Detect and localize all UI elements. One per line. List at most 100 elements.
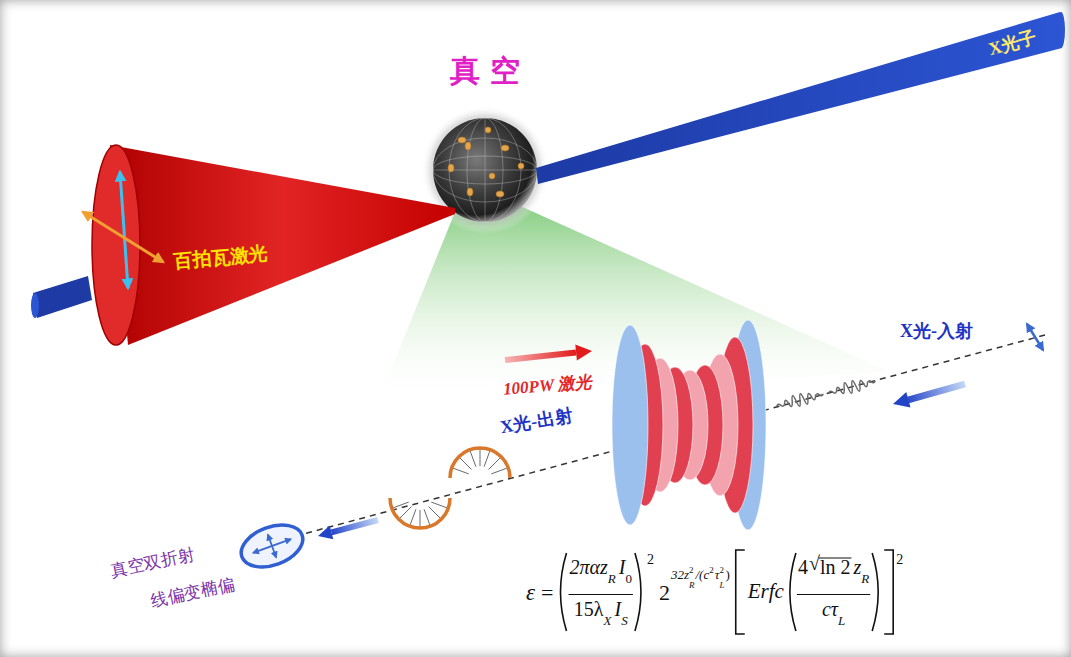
- text-holder: 2: [689, 558, 694, 577]
- text-holder: S: [621, 610, 628, 629]
- text-holder: 2: [896, 549, 903, 568]
- illustration-part: [448, 164, 454, 172]
- text-holder: Erfc: [748, 581, 784, 602]
- illustration-part: [501, 145, 509, 151]
- vacuum-title: 真空: [450, 56, 530, 86]
- illustration-part: [410, 509, 416, 526]
- illustration-part: [120, 172, 128, 288]
- illustration-part: [480, 448, 481, 466]
- illustration-part: [433, 118, 537, 222]
- text-holder: 真空双折射: [110, 553, 195, 572]
- formula-part: I: [619, 557, 626, 577]
- illustration-part: [465, 142, 471, 150]
- formula-part: /(c: [696, 568, 710, 581]
- text-holder: 2: [719, 558, 724, 577]
- illustration-part: [470, 450, 476, 467]
- formula-part: 2: [709, 566, 714, 575]
- illustration-part: [431, 502, 448, 508]
- illustration-part: [235, 517, 308, 575]
- illustration-part: [775, 388, 824, 412]
- formula-part: 2: [896, 553, 903, 567]
- formula-part: 0: [625, 572, 632, 585]
- illustration-part: [318, 526, 333, 540]
- formula-part: L: [838, 614, 845, 627]
- birefringence-label: 真空双折射: [109, 545, 196, 579]
- formula-part: 15λ: [574, 599, 604, 619]
- formula-stroke: [790, 553, 796, 631]
- formula-part: ln 2: [820, 557, 851, 577]
- text-holder: I: [614, 599, 621, 620]
- formula-part: 32z: [671, 568, 689, 581]
- formula-part: z: [853, 557, 861, 577]
- outgoing-wave: [390, 448, 510, 528]
- text-holder: 0: [625, 568, 632, 587]
- illustration-part: [459, 457, 472, 470]
- illustration-part: [485, 127, 491, 133]
- text-holder: ε: [526, 581, 535, 604]
- illustration-part: [489, 457, 502, 470]
- formula-stroke: [884, 550, 893, 634]
- laser-cone-label: 百拍瓦激光: [172, 244, 268, 271]
- laser-cone: 百拍瓦激光: [28, 130, 473, 355]
- text-holder: 32z: [671, 564, 689, 583]
- formula-part: L: [719, 581, 724, 590]
- illustration-part: [827, 375, 876, 399]
- illustration-part: [827, 375, 876, 399]
- formula-part: 2: [647, 553, 654, 567]
- illustration-part: [485, 118, 486, 222]
- formula-part: S: [621, 614, 628, 627]
- formula-stroke: [872, 553, 878, 631]
- illustration-part: [1057, 12, 1065, 48]
- polarization-label: 线偏变椭偏: [149, 575, 236, 609]
- text-holder: R: [689, 573, 695, 592]
- elliptical-polarization: [235, 517, 308, 575]
- xray-in-label: X光-入射: [900, 322, 973, 340]
- formula-stroke: [736, 550, 745, 634]
- laser-cone-shape: [28, 130, 473, 355]
- formula-part: ε: [526, 581, 535, 604]
- text-holder: R: [861, 568, 869, 587]
- incoming-arrow: [893, 384, 965, 407]
- text-holder: cτ: [822, 599, 838, 620]
- illustration-part: [452, 468, 469, 474]
- illustration-part: [612, 325, 648, 525]
- illustration-part: [390, 498, 450, 528]
- formula-part: R: [689, 581, 695, 590]
- text-holder: 2: [647, 549, 654, 568]
- illustration-part: [467, 188, 473, 196]
- laser-label: 100PW 激光: [502, 373, 592, 398]
- text-holder: ): [725, 564, 729, 583]
- illustration-part: [893, 392, 911, 407]
- formula-part: Erfc: [748, 581, 784, 602]
- illustration-part: [83, 212, 163, 262]
- text-holder: 真空: [450, 56, 530, 86]
- illustration-part: [491, 468, 508, 474]
- illustration-part: [575, 345, 592, 361]
- formula-part: R: [608, 572, 616, 585]
- text-holder: X光-出射: [500, 412, 573, 431]
- illustration-part: [92, 145, 140, 345]
- formula-part: R: [861, 572, 869, 585]
- illustration-part: [429, 507, 442, 520]
- illustration-part: [518, 163, 524, 169]
- text-holder: τ: [715, 564, 720, 583]
- text-holder: 100PW 激光: [503, 376, 592, 395]
- polarization-arrow: [1027, 324, 1043, 350]
- laser-pulse: [612, 320, 766, 530]
- illustration-part: [392, 502, 409, 508]
- illustration-part: [908, 384, 965, 400]
- formula-part: 2: [659, 582, 670, 604]
- illustration-part: [505, 353, 576, 360]
- text-holder: z: [853, 557, 861, 578]
- illustration-part: [392, 448, 508, 528]
- formula-part: 2: [689, 566, 694, 575]
- text-holder: ln 2: [820, 557, 851, 578]
- illustration-part: [110, 145, 455, 345]
- illustration-part: [399, 507, 412, 520]
- text-holder: =: [541, 582, 553, 604]
- illustration-part: [332, 520, 379, 532]
- illustration-part: [496, 191, 504, 197]
- illustration-part: [268, 535, 276, 558]
- illustration-part: [536, 12, 1062, 184]
